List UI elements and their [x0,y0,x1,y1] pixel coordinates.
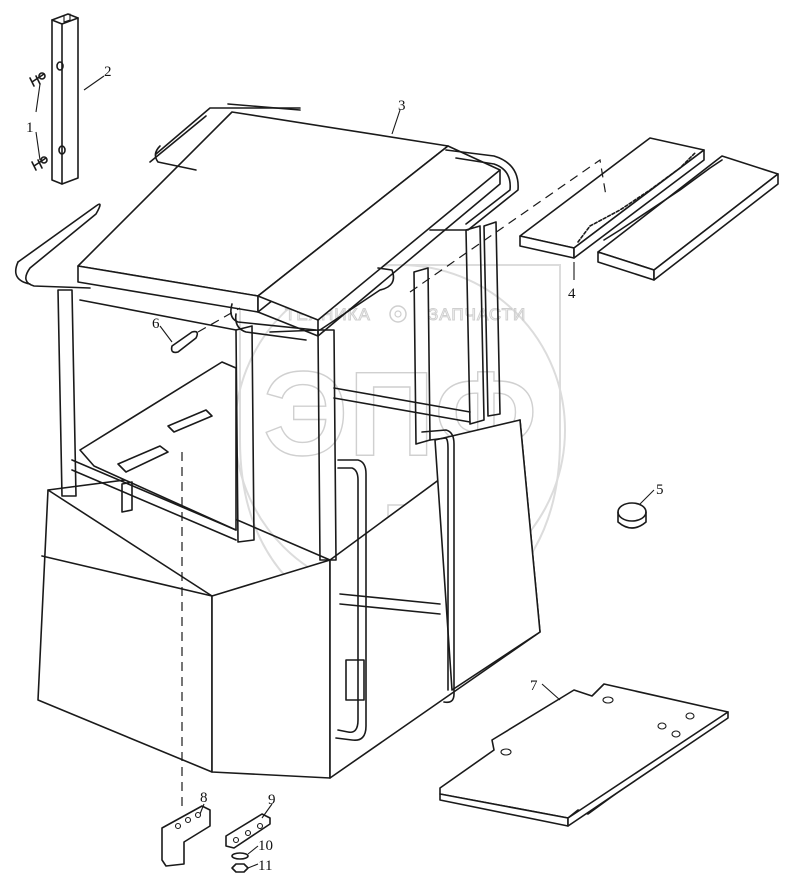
callout-3: 3 [398,98,406,114]
part-7-floor-mat [439,683,729,827]
side-handrails [335,429,455,742]
part-3-roof [14,103,519,341]
callout-7: 7 [530,678,538,694]
part-8-bracket [161,452,211,867]
part-10-washer [231,852,249,860]
callout-2: 2 [104,64,112,80]
part-1-bolts [29,61,66,171]
part-4-mats [409,137,779,293]
part-6-pin [170,307,241,354]
part-9-bracket [225,813,271,849]
watermark-right-word: ЗАПЧАСТИ [428,305,526,324]
callout-10: 10 [258,838,273,854]
callout-11: 11 [258,858,272,874]
callout-8: 8 [200,790,208,806]
callout-labels: 1 2 3 4 5 6 7 8 9 10 11 [26,64,664,874]
callout-4: 4 [568,286,576,302]
cab-body [37,221,541,779]
callout-5: 5 [656,482,664,498]
callout-1: 1 [26,120,34,136]
callout-9: 9 [268,792,276,808]
gear-icon [389,305,407,323]
part-2-post [51,13,79,185]
part-5-plug [617,502,647,529]
leader-lines [35,75,655,869]
part-11-nut [231,863,249,873]
callout-6: 6 [152,316,160,332]
